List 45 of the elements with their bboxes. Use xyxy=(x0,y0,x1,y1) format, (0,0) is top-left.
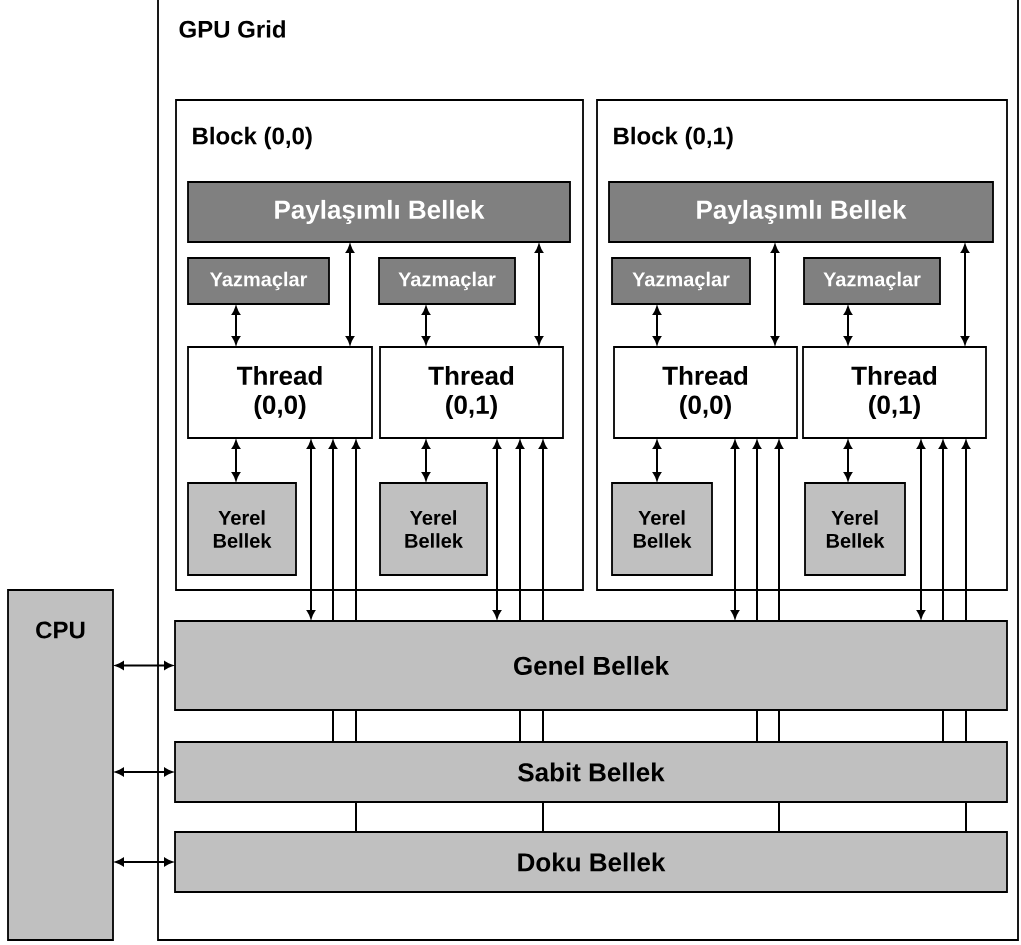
arrow xyxy=(538,440,548,622)
arrow xyxy=(115,857,173,867)
memory-bar: Paylaşımlı Bellek xyxy=(608,181,994,243)
arrow xyxy=(843,306,853,345)
cpu-box: CPU xyxy=(7,589,114,941)
memory-bar: Sabit Bellek xyxy=(174,741,1008,803)
thread-box: Thread (0,0) xyxy=(613,346,798,439)
register-box: Yazmaçlar xyxy=(187,257,330,305)
arrow xyxy=(231,306,241,345)
arrow xyxy=(534,244,544,345)
memory-bar: Genel Bellek xyxy=(174,620,1008,711)
arrow xyxy=(652,306,662,345)
arrow xyxy=(752,440,762,622)
arrow xyxy=(115,767,173,777)
arrow xyxy=(328,440,338,622)
arrow xyxy=(421,440,431,481)
arrow xyxy=(231,440,241,481)
arrow xyxy=(960,244,970,345)
register-box: Yazmaçlar xyxy=(611,257,751,305)
arrow xyxy=(345,244,355,345)
arrow xyxy=(770,244,780,345)
thread-box: Thread (0,0) xyxy=(187,346,373,439)
register-box: Yazmaçlar xyxy=(378,257,516,305)
arrow xyxy=(492,440,502,619)
memory-bar: Doku Bellek xyxy=(174,831,1008,893)
thread-box: Thread (0,1) xyxy=(802,346,987,439)
memory-box: Yerel Bellek xyxy=(187,482,297,576)
arrow xyxy=(730,440,740,619)
arrow xyxy=(351,440,361,622)
thread-box: Thread (0,1) xyxy=(379,346,564,439)
arrow xyxy=(421,306,431,345)
arrow xyxy=(115,661,173,670)
arrow xyxy=(515,440,525,622)
register-box: Yazmaçlar xyxy=(803,257,941,305)
arrow xyxy=(938,440,948,622)
memory-box: Yerel Bellek xyxy=(379,482,488,576)
arrow xyxy=(916,440,926,619)
arrow xyxy=(306,440,316,619)
memory-box: Yerel Bellek xyxy=(804,482,906,576)
arrow xyxy=(652,440,662,481)
arrow xyxy=(843,440,853,481)
arrow xyxy=(774,440,784,622)
memory-bar: Paylaşımlı Bellek xyxy=(187,181,571,243)
arrow xyxy=(961,440,971,622)
memory-box: Yerel Bellek xyxy=(611,482,713,576)
